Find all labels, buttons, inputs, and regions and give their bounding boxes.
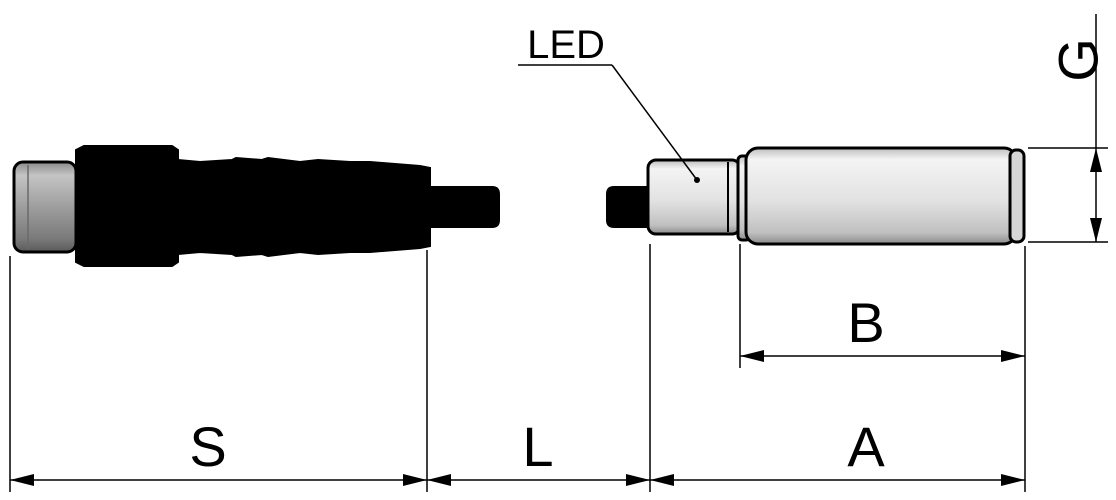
connector-nut (12, 160, 78, 254)
dimension-l-label: L (522, 415, 553, 478)
led-housing (646, 158, 742, 236)
sensor-face (1008, 148, 1026, 244)
sensor (606, 146, 1026, 246)
connector-plug (12, 145, 500, 267)
dimension-s-label: S (189, 415, 226, 478)
dimension-lines (10, 14, 1102, 486)
connector-cable-stub (430, 186, 500, 228)
extension-lines (9, 147, 1108, 492)
sensor-barrel (744, 146, 1018, 246)
led-callout: LED (518, 23, 698, 181)
connector-body (75, 145, 431, 267)
led-label: LED (527, 23, 605, 67)
dimension-a-label: A (847, 415, 885, 478)
dimension-b-label: B (847, 291, 884, 354)
dimension-g-label: G (1047, 38, 1110, 82)
sensor-cable-stub (606, 186, 650, 228)
